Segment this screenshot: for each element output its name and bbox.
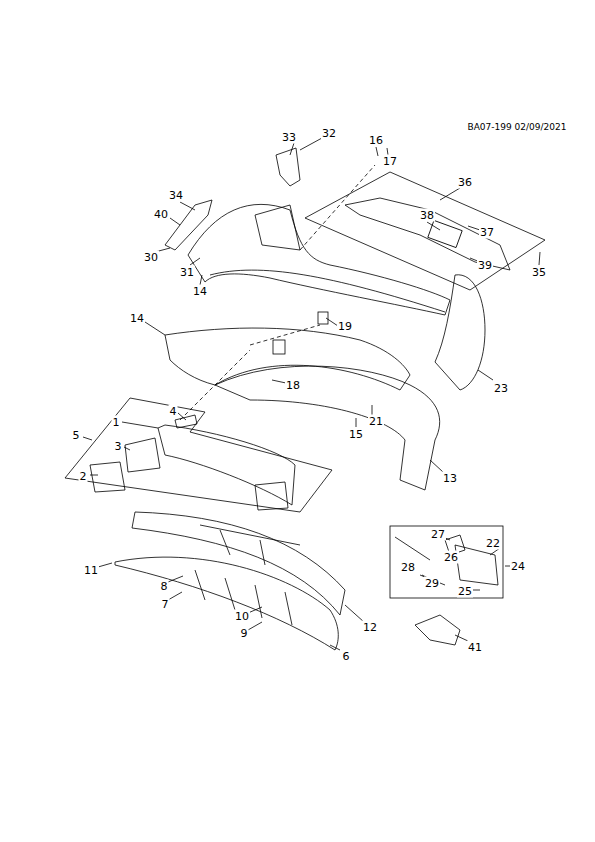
callout-number: 18 xyxy=(285,379,301,392)
callout-number: 37 xyxy=(479,226,495,239)
crash-box xyxy=(125,438,160,472)
leader-line xyxy=(83,138,540,650)
callout-number: 16 xyxy=(368,134,384,147)
callout-number: 23 xyxy=(493,382,509,395)
callout-number: 33 xyxy=(281,131,297,144)
callout-number: 11 xyxy=(83,564,99,577)
callout-number: 40 xyxy=(153,208,169,221)
group-panel xyxy=(390,526,503,598)
callout-number: 2 xyxy=(79,470,88,483)
lower-grille xyxy=(200,525,300,565)
bumper-lower-cover xyxy=(215,366,440,490)
callout-number: 8 xyxy=(160,580,169,593)
beam-bracket xyxy=(255,482,288,510)
callout-number: 15 xyxy=(348,428,364,441)
callout-number: 10 xyxy=(234,610,250,623)
callout-number: 26 xyxy=(443,551,459,564)
callout-number: 6 xyxy=(342,650,351,663)
callout-number: 24 xyxy=(510,560,526,573)
callout-number: 27 xyxy=(430,528,446,541)
callout-number: 35 xyxy=(531,266,547,279)
callout-number: 30 xyxy=(143,251,159,264)
callout-number: 25 xyxy=(457,585,473,598)
assembly-line xyxy=(180,165,375,420)
bracket xyxy=(428,220,462,247)
callout-number: 14 xyxy=(192,285,208,298)
rear-skirt xyxy=(115,557,338,650)
bracket xyxy=(276,148,300,186)
drawing-reference: BA07-199 02/09/2021 xyxy=(467,122,568,133)
callout-number: 41 xyxy=(467,641,483,654)
beam-bracket xyxy=(90,462,125,492)
callout-number: 39 xyxy=(477,259,493,272)
callout-number: 3 xyxy=(114,440,123,453)
callout-number: 32 xyxy=(321,127,337,140)
bumper-upper-cover xyxy=(255,205,300,250)
rear-skirt xyxy=(195,570,292,625)
callout-number: 9 xyxy=(240,627,249,640)
callout-number: 4 xyxy=(169,405,178,418)
group-panel xyxy=(65,398,332,512)
callout-number: 36 xyxy=(457,176,473,189)
callout-number: 7 xyxy=(161,598,170,611)
callout-number: 13 xyxy=(442,472,458,485)
bracket xyxy=(165,200,212,250)
impact-beam xyxy=(158,425,295,505)
sensor-bracket xyxy=(395,535,498,585)
bracket xyxy=(415,615,460,645)
side-cover xyxy=(435,275,485,390)
bumper-upper-cover xyxy=(188,204,450,315)
callout-number: 19 xyxy=(337,320,353,333)
group-panel xyxy=(305,172,545,290)
bumper-upper-cover xyxy=(210,270,445,312)
callout-number: 29 xyxy=(424,577,440,590)
sensor-holder xyxy=(273,340,285,354)
callout-number: 21 xyxy=(368,415,384,428)
callout-number: 28 xyxy=(400,561,416,574)
callout-number: 38 xyxy=(419,209,435,222)
callout-number: 22 xyxy=(485,537,501,550)
lower-grille xyxy=(132,512,345,615)
callout-number: 5 xyxy=(72,429,81,442)
callout-number: 1 xyxy=(112,416,121,429)
spacer xyxy=(175,415,197,428)
callout-number: 14 xyxy=(129,312,145,325)
callout-number: 17 xyxy=(382,155,398,168)
callout-number: 31 xyxy=(179,266,195,279)
callout-number: 12 xyxy=(362,621,378,634)
callout-number: 34 xyxy=(168,189,184,202)
